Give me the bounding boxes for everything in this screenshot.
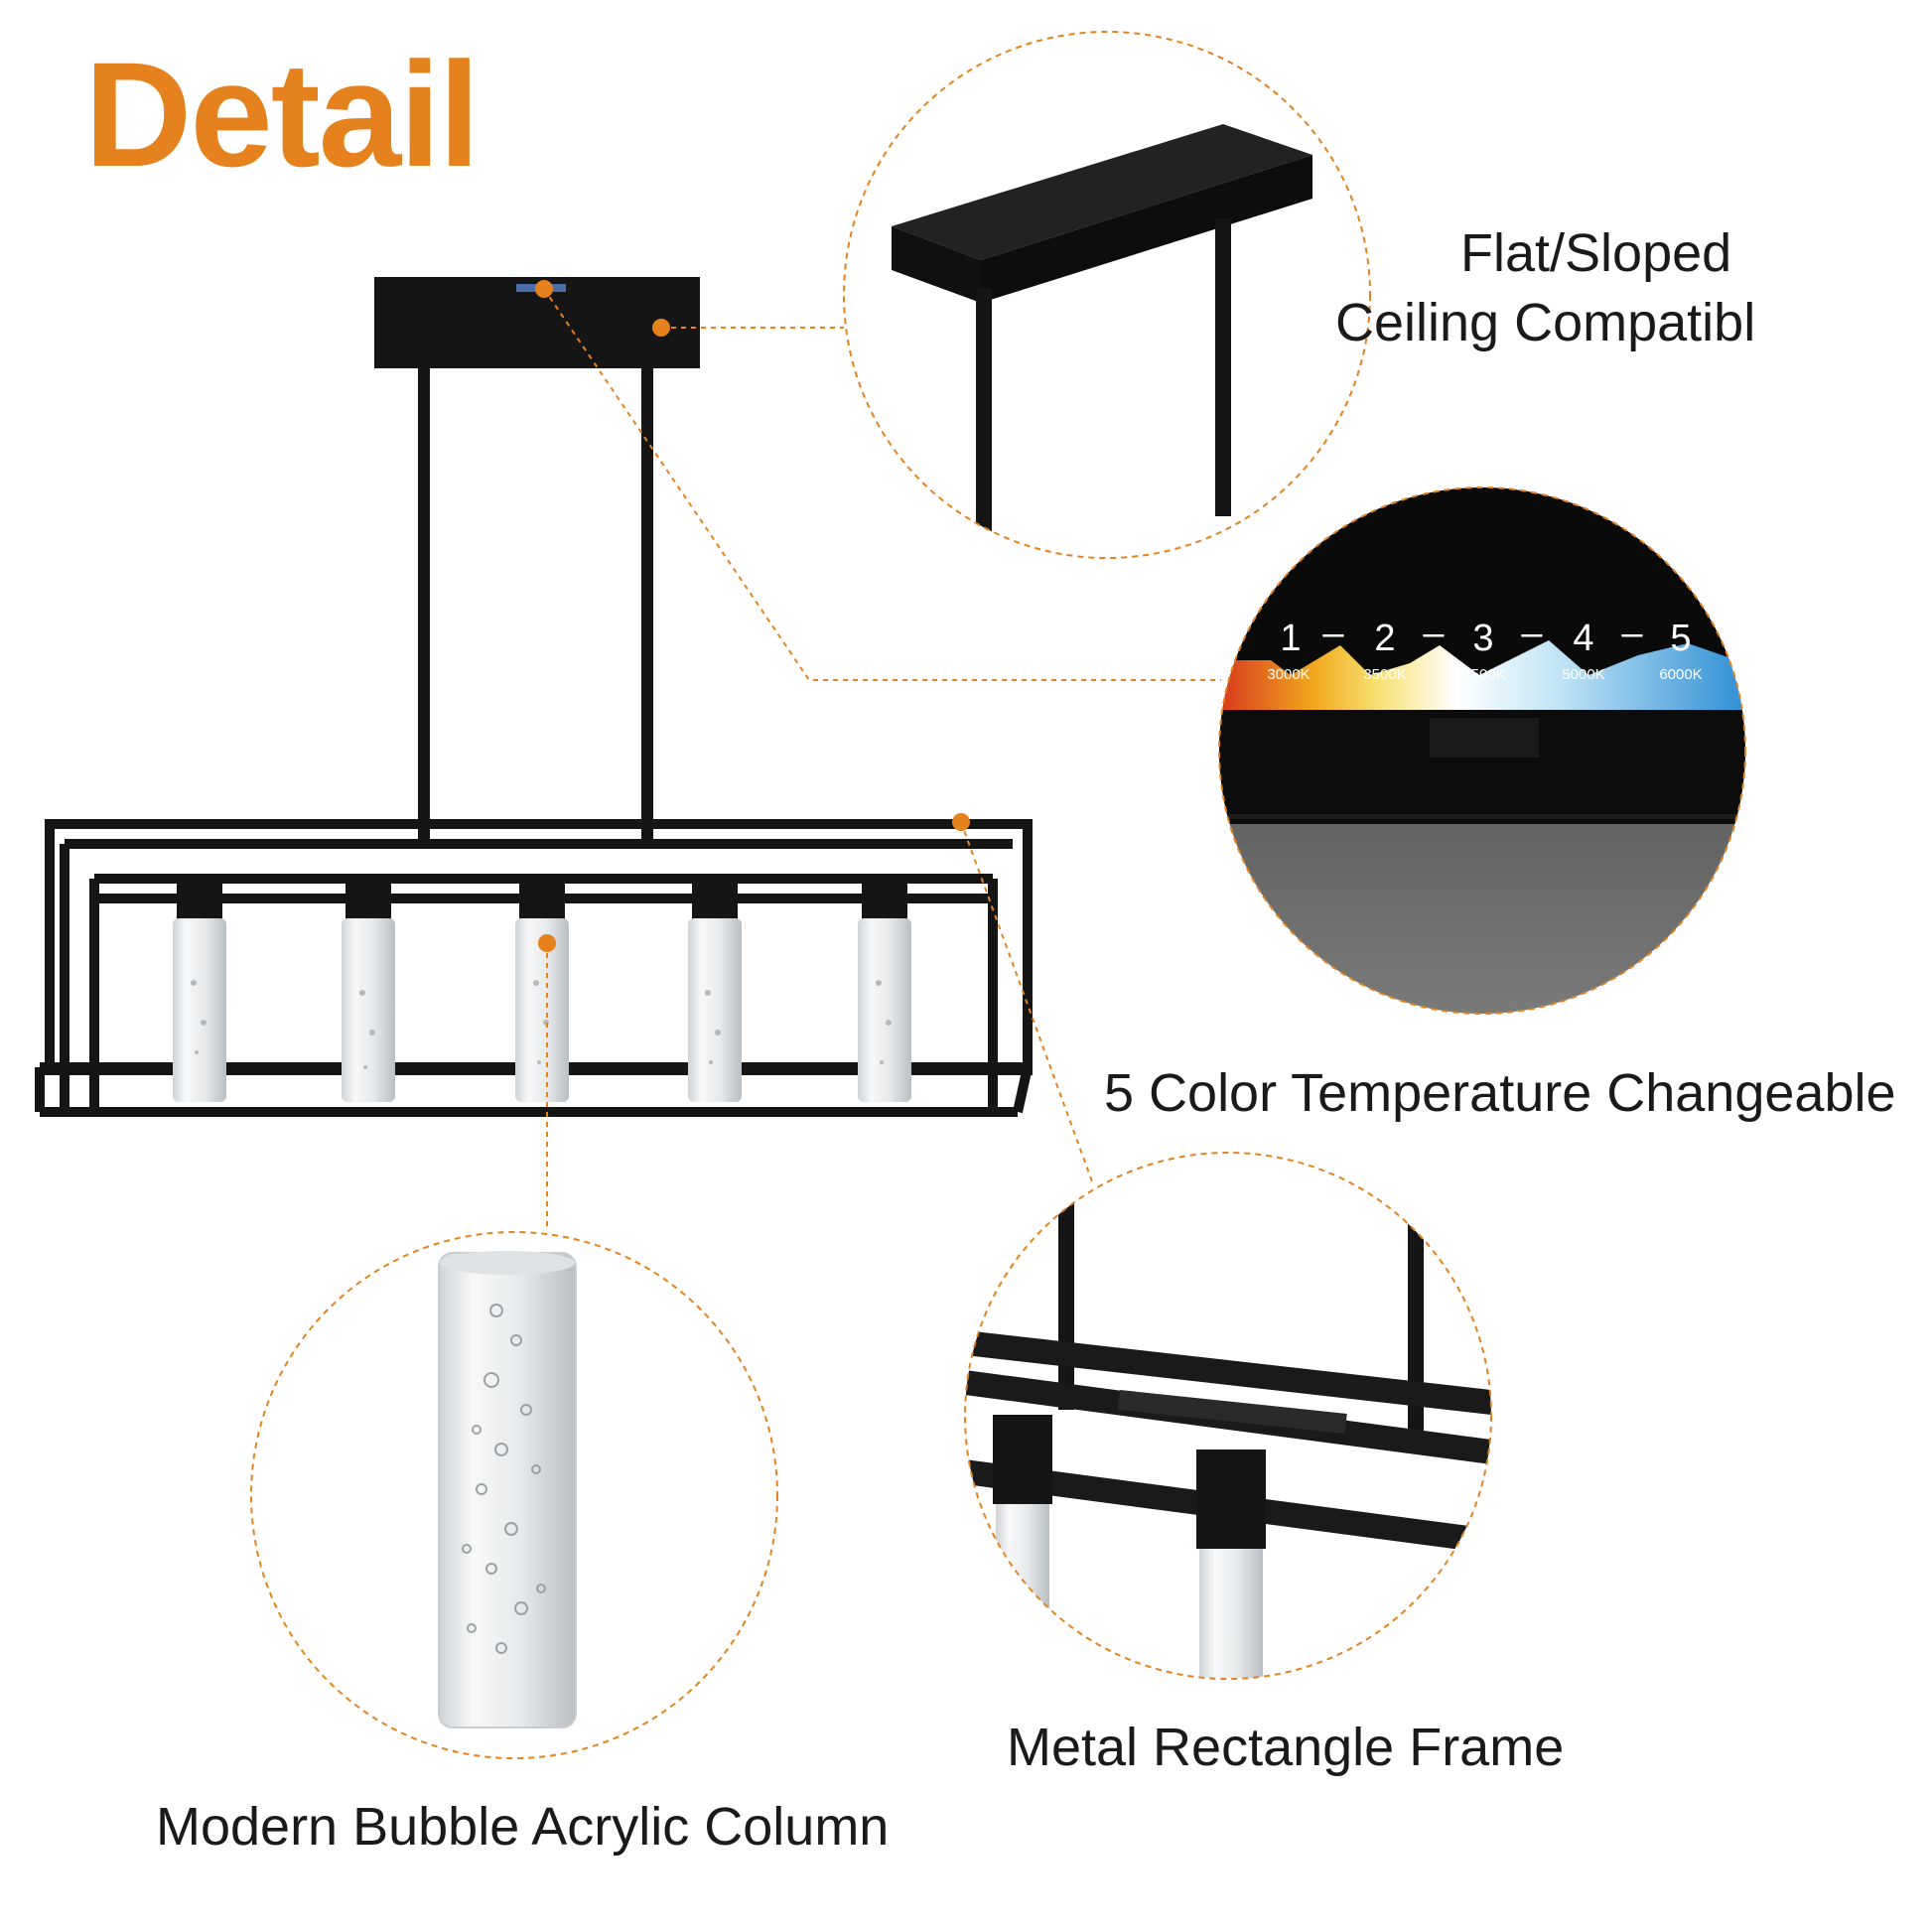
frame-detail-image	[965, 1153, 1491, 1679]
temp-3: 4500K	[1462, 666, 1505, 683]
separator-4: –	[1621, 613, 1643, 654]
color-temp-label: 5 Color Temperature Changeable	[1104, 1063, 1896, 1123]
ceiling-compat-line1: Flat/Sloped	[1460, 223, 1732, 283]
metal-frame-label: Metal Rectangle Frame	[1007, 1718, 1565, 1777]
column-5	[858, 874, 911, 1102]
column-detail-circle	[250, 1231, 778, 1759]
ceiling-detail-image	[844, 32, 1370, 558]
level-2: 2	[1374, 618, 1395, 659]
level-3: 3	[1472, 618, 1493, 659]
level-4: 4	[1573, 618, 1593, 659]
separator-3: –	[1521, 613, 1543, 654]
ceiling-detail-circle	[843, 31, 1371, 559]
level-1: 1	[1280, 618, 1301, 659]
column-set	[173, 874, 911, 1102]
color-temp-detail-circle	[1218, 486, 1746, 1015]
frame-detail-circle	[964, 1152, 1492, 1680]
temp-1: 3000K	[1267, 666, 1310, 683]
column-2	[342, 874, 395, 1102]
acrylic-column-label: Modern Bubble Acrylic Column	[156, 1797, 890, 1857]
column-1	[173, 874, 226, 1102]
temp-5: 6000K	[1659, 666, 1702, 683]
separator-1: –	[1322, 613, 1344, 654]
callout-dots	[535, 280, 970, 952]
level-5: 5	[1670, 618, 1691, 659]
column-3	[515, 874, 569, 1102]
callout-lines	[543, 288, 1221, 1231]
temp-4: 5000K	[1562, 666, 1604, 683]
color-temp-detail-image	[1219, 487, 1745, 1014]
page-title: Detail	[84, 31, 480, 198]
hanging-rod-right	[641, 347, 653, 844]
color-scale: 1 – 2 – 3 – 4 – 5 3000K 3500K 4500K 5000…	[1267, 613, 1702, 683]
column-detail-image	[251, 1232, 777, 1758]
column-4	[688, 874, 742, 1102]
ceiling-compat-line2: Ceiling Compatibl	[1335, 293, 1756, 353]
hanging-rod-left	[418, 347, 430, 844]
temp-2: 3500K	[1363, 666, 1406, 683]
ceiling-compat-label: Flat/Sloped Ceiling Compatibl	[1335, 218, 1755, 357]
main-chandelier	[35, 277, 1033, 1117]
separator-2: –	[1423, 613, 1445, 654]
